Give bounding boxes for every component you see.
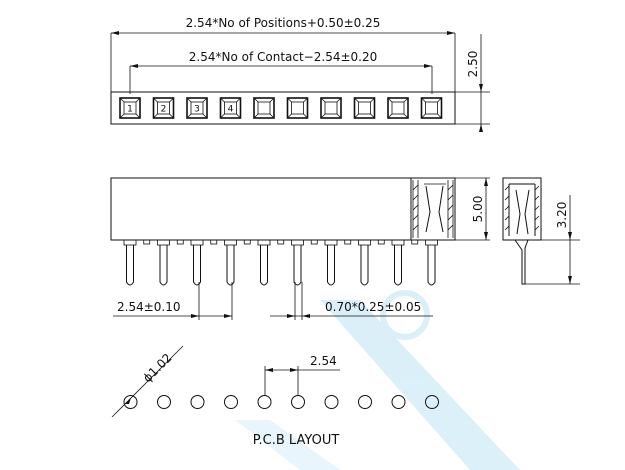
pin	[224, 239, 251, 286]
hole-diameter-label: ϕ1.02	[140, 351, 174, 385]
contact-cell: 4	[219, 97, 242, 119]
pcb-hole	[157, 395, 171, 409]
pcb-hole	[190, 395, 205, 409]
body-height-label: 5.00	[471, 196, 485, 223]
side-view: 3.20	[502, 177, 580, 285]
contact-section	[412, 180, 454, 238]
contact-cell	[286, 97, 309, 119]
contact-cell	[320, 97, 342, 119]
front-view: 5.00 2.54±0.10 0.70*0.25±0.05	[110, 177, 490, 320]
pin	[123, 239, 151, 286]
pcb-hole	[123, 395, 138, 409]
pin	[291, 239, 318, 286]
pcb-layout-title: P.C.B LAYOUT	[253, 433, 340, 448]
contact-cell	[253, 97, 275, 119]
contact-span-label: 2.54*No of Contact−2.54±0.20	[189, 50, 377, 64]
pcb-hole	[425, 395, 439, 409]
top-housing	[110, 91, 456, 125]
overall-length-label: 2.54*No of Positions+0.50±0.25	[186, 16, 381, 30]
pcb-hole	[291, 395, 305, 409]
contact-cell: 3	[186, 97, 208, 119]
pin	[358, 239, 385, 286]
pcb-hole	[224, 395, 238, 409]
contact-cell: 1	[119, 97, 141, 119]
position-number: 2	[161, 105, 167, 115]
pitch-label: 2.54±0.10	[117, 300, 181, 314]
contact-cell: 2	[152, 97, 175, 119]
position-number: 1	[127, 105, 133, 115]
pcb-hole	[257, 395, 272, 409]
pcb-holes	[123, 395, 439, 409]
position-number: 3	[194, 105, 200, 115]
top-view: 2.54*No of Positions+0.50±0.25 2.54*No o…	[110, 16, 490, 132]
pcb-hole	[324, 395, 339, 409]
contact-cells: 1 2 3 4	[119, 97, 443, 119]
pins	[123, 239, 438, 286]
pin	[425, 239, 438, 286]
contact-cell	[420, 97, 443, 119]
pcb-hole	[391, 395, 406, 409]
side-height-label: 3.20	[555, 202, 569, 229]
pin	[257, 239, 285, 286]
pin-size-label: 0.70*0.25±0.05	[325, 300, 421, 314]
contact-cell	[353, 97, 376, 119]
pin	[190, 239, 218, 286]
front-housing	[110, 177, 456, 241]
pin	[157, 239, 184, 286]
watermark	[235, 290, 520, 470]
pin	[391, 239, 419, 286]
pcb-pitch-label: 2.54	[310, 354, 337, 368]
position-number: 4	[228, 105, 234, 115]
pcb-hole	[358, 395, 372, 409]
contact-cell	[387, 97, 409, 119]
top-height-label: 2.50	[466, 51, 480, 78]
pin	[324, 239, 352, 286]
